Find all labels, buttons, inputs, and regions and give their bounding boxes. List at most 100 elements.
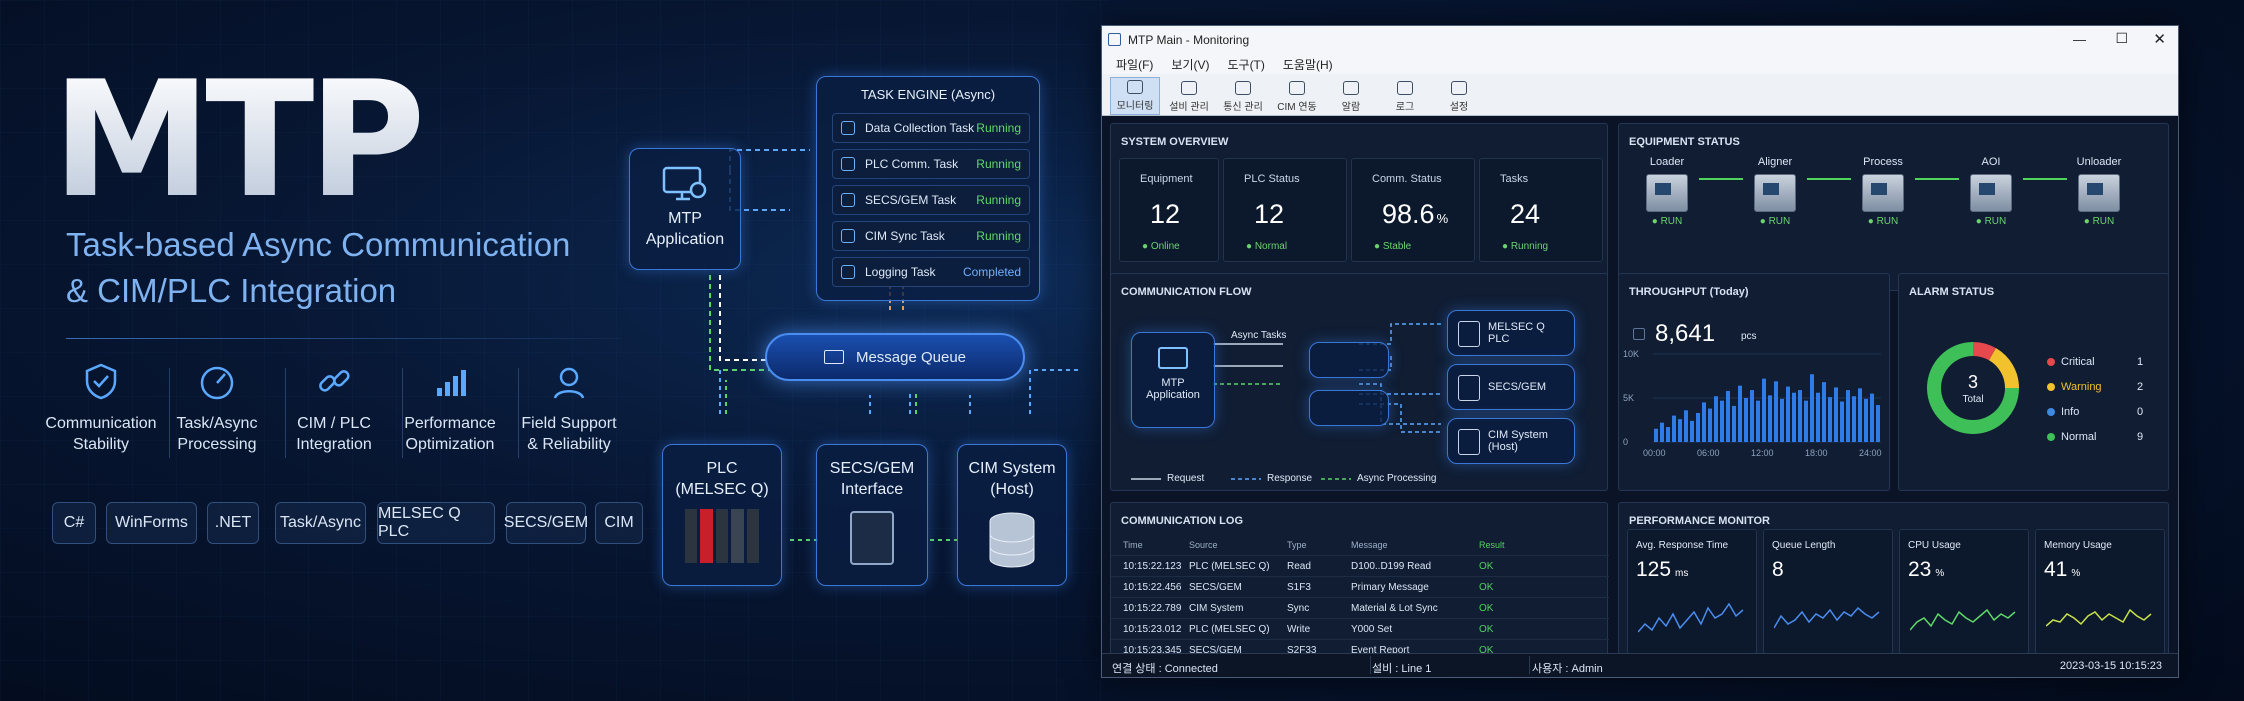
bar-chart-icon (437, 370, 466, 396)
menu-item[interactable]: 파일(F) (1116, 57, 1154, 72)
toolbar-label: 모니터링 (1116, 101, 1154, 112)
equipment-arrow (1699, 178, 1743, 180)
toolbar-label: 알람 (1341, 102, 1361, 113)
alarm-status-title: ALARM STATUS (1909, 286, 1995, 298)
equipment-status: ● RUN (1853, 216, 1913, 227)
log-cell: Sync (1287, 602, 1310, 614)
menu-item[interactable]: 도구(T) (1227, 57, 1265, 72)
equipment-status: ● RUN (1961, 216, 2021, 227)
hero-subtitle-1: Task-based Async Communication (66, 226, 571, 263)
equipment-item[interactable]: Process● RUN (1853, 156, 1913, 227)
performance-monitor-title: PERFORMANCE MONITOR (1629, 515, 1770, 527)
throughput-x-tick: 12:00 (1751, 448, 1774, 458)
equipment-status-text: RUN (1660, 216, 1683, 227)
alarm-total-label: Total (1962, 394, 1984, 405)
equipment-item[interactable]: Unloader● RUN (2069, 156, 2129, 227)
menu-item[interactable]: 도움말(H) (1282, 57, 1333, 72)
toolbar-icon (1397, 81, 1413, 95)
perf-sparkline-line (1910, 608, 2016, 631)
toolbar-button[interactable]: 알람 (1326, 77, 1376, 115)
envelope-icon (823, 350, 844, 364)
minimize-icon[interactable]: — (2073, 32, 2086, 47)
log-cell: S1F3 (1287, 581, 1311, 593)
throughput-bar (1876, 405, 1880, 442)
toolbar-icon (1343, 81, 1359, 95)
equipment-item[interactable]: Loader● RUN (1637, 156, 1697, 227)
toolbar-button[interactable]: CIM 연동 (1272, 77, 1322, 115)
log-cell: SECS/GEM (1189, 644, 1242, 656)
throughput-bar (1738, 385, 1742, 442)
mtp-app-line1: MTP (668, 210, 702, 227)
alarm-donut-slice (1989, 348, 2019, 388)
hero-title: MTP (52, 46, 426, 233)
overview-value-number: 12 (1254, 199, 1285, 229)
throughput-value: 8,641 (1655, 320, 1716, 347)
feature-label: Processing (177, 435, 257, 453)
cim-line1: CIM System (968, 460, 1056, 477)
throughput-y-tick: 10K (1623, 349, 1639, 359)
flow-target-line2: (Host) (1488, 441, 1518, 453)
close-icon[interactable]: ✕ (2153, 31, 2166, 48)
feature-divider (402, 368, 403, 458)
perf-label: CPU Usage (1908, 540, 1961, 551)
toolbar-button[interactable]: 로그 (1380, 77, 1430, 115)
overview-status-text: Online (1150, 241, 1180, 252)
alarm-legend-count: 0 (2137, 406, 2144, 418)
flow-target-icon (1458, 321, 1480, 347)
toolbar-button[interactable]: 설비 관리 (1164, 77, 1214, 115)
message-queue: Message Queue (765, 333, 1025, 381)
feature-label: Stability (72, 435, 130, 453)
maximize-icon[interactable]: ☐ (2115, 30, 2128, 46)
flow-target-icon (1458, 375, 1480, 401)
overview-card-label: Equipment (1140, 173, 1193, 185)
feature-label: CIM / PLC (297, 415, 371, 432)
toolbar-button[interactable]: 통신 관리 (1218, 77, 1268, 115)
throughput-bar (1744, 398, 1748, 442)
log-cell: OK (1479, 623, 1494, 635)
equipment-item[interactable]: Aligner● RUN (1745, 156, 1805, 227)
perf-value-number: 125 (1636, 558, 1672, 581)
equipment-item[interactable]: AOI● RUN (1961, 156, 2021, 227)
throughput-bar (1750, 390, 1754, 442)
task-status: Running (976, 121, 1021, 135)
status-bar: 연결 상태 : Connected 설비 : Line 1 사용자 : Admi… (1102, 653, 2178, 677)
toolbar-button[interactable]: 설정 (1434, 77, 1484, 115)
throughput-bar (1822, 382, 1826, 442)
log-cell: OK (1479, 602, 1494, 614)
log-cell: OK (1479, 644, 1494, 656)
throughput-bar (1870, 393, 1874, 442)
toolbar-button[interactable]: 모니터링 (1110, 77, 1160, 115)
throughput-bar (1792, 392, 1796, 442)
feature-label: Optimization (405, 435, 495, 453)
alarm-donut-chart (1927, 342, 2019, 434)
throughput-bar (1714, 396, 1718, 442)
flow-app-line1: MTP (1161, 377, 1185, 389)
alarm-legend-count: 2 (2137, 381, 2144, 393)
perf-value: 8 (1772, 558, 1788, 582)
throughput-bar (1840, 401, 1844, 442)
throughput-bar (1678, 419, 1682, 442)
alarm-legend-name: Info (2061, 406, 2080, 418)
plc-line1: PLC (706, 460, 738, 477)
menu-bar: 파일(F) 보기(V) 도구(T) 도움말(H) (1102, 54, 2178, 74)
menu-item[interactable]: 보기(V) (1171, 57, 1210, 72)
equipment-machine-icon (1754, 174, 1796, 212)
overview-status-text: Stable (1382, 241, 1412, 252)
throughput-bar (1654, 428, 1658, 442)
